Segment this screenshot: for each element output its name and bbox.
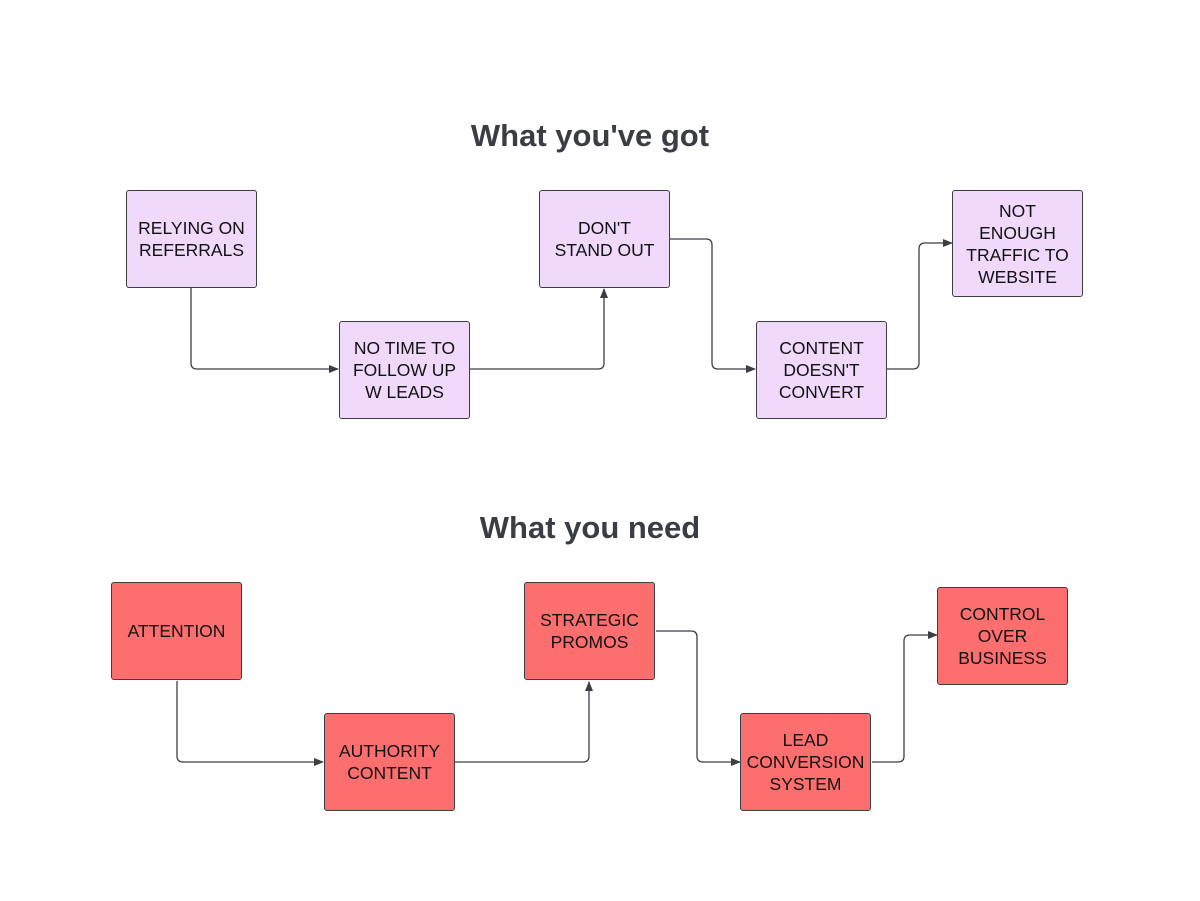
connector-got-2-3 — [469, 288, 608, 370]
node-need-4: LEAD CONVERSION SYSTEM — [740, 713, 871, 811]
node-got-1: RELYING ON REFERRALS — [126, 190, 257, 288]
section-need-title: What you need — [479, 510, 701, 545]
node-got-2-label: NO TIME TO FOLLOW UP W LEADS — [352, 338, 457, 402]
section-got-title: What you've got — [470, 118, 710, 153]
node-need-5-label: CONTROL OVER BUSINESS — [958, 604, 1047, 668]
node-got-2: NO TIME TO FOLLOW UP W LEADS — [339, 321, 470, 419]
node-need-3-label: STRATEGIC PROMOS — [540, 610, 639, 652]
node-need-1-label: ATTENTION — [127, 621, 226, 641]
node-need-2: AUTHORITY CONTENT — [324, 713, 455, 811]
connector-need-4-5 — [872, 631, 938, 763]
connector-need-2-3 — [455, 681, 593, 763]
node-got-1-label: RELYING ON REFERRALS — [138, 218, 245, 260]
node-got-5: NOT ENOUGH TRAFFIC TO WEBSITE — [952, 190, 1083, 297]
node-got-5-label: NOT ENOUGH TRAFFIC TO WEBSITE — [966, 200, 1069, 287]
connector-need-1-2 — [176, 681, 324, 766]
node-need-3: STRATEGIC PROMOS — [524, 582, 655, 680]
node-got-4: CONTENT DOESN'T CONVERT — [756, 321, 887, 419]
connector-got-1-2 — [190, 288, 339, 373]
connector-need-3-4 — [656, 630, 741, 766]
node-got-3: DON'T STAND OUT — [539, 190, 670, 288]
node-need-5: CONTROL OVER BUSINESS — [937, 587, 1068, 685]
node-need-4-label: LEAD CONVERSION SYSTEM — [746, 730, 865, 794]
connector-got-3-4 — [670, 238, 756, 373]
node-need-2-label: AUTHORITY CONTENT — [338, 741, 441, 783]
node-got-3-label: DON'T STAND OUT — [554, 218, 655, 260]
node-got-4-label: CONTENT DOESN'T CONVERT — [778, 338, 865, 402]
node-need-1: ATTENTION — [111, 582, 242, 680]
connector-got-4-5 — [887, 239, 953, 370]
